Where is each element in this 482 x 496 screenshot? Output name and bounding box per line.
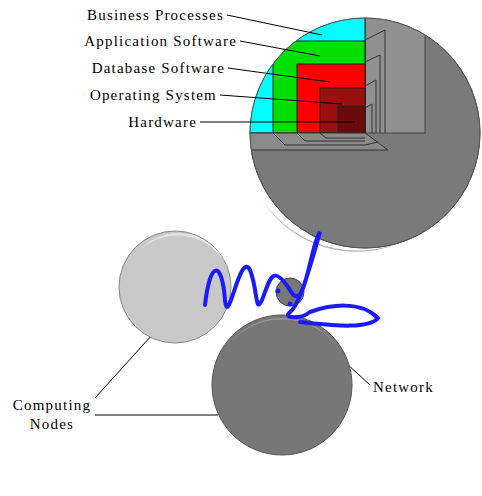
layer-label: Operating System: [90, 86, 217, 105]
layer-label: Hardware: [128, 113, 197, 132]
network-label: Network: [373, 378, 434, 397]
computing-node: [119, 231, 231, 343]
layer-label: Application Software: [84, 32, 237, 51]
network-wire: [205, 232, 378, 326]
nodes-label: Computing Nodes: [6, 396, 98, 434]
layer-label: Database Software: [92, 59, 225, 78]
layer-label: Business Processes: [87, 6, 224, 25]
computing-node: [212, 315, 352, 455]
